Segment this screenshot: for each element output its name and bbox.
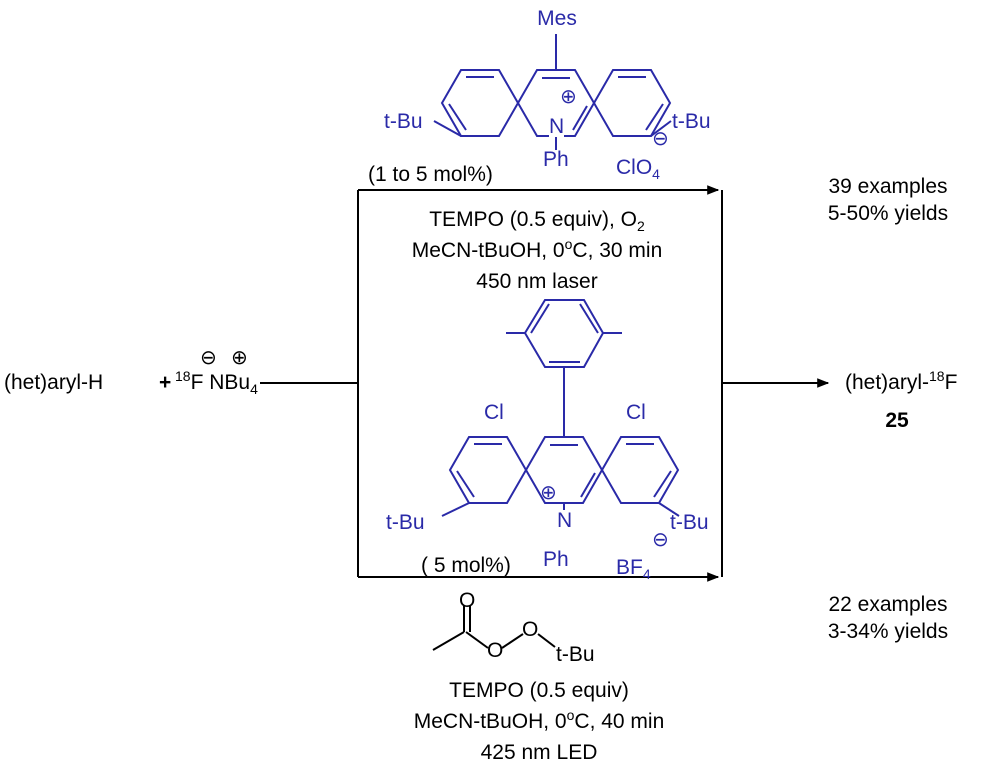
lower-examples: 22 examples	[828, 593, 948, 616]
upper-tbu-left: t-Bu	[384, 110, 423, 133]
lower-conditions-line1: TEMPO (0.5 equiv)	[449, 679, 629, 702]
upper-loading: (1 to 5 mol%)	[368, 163, 493, 186]
upper-conditions-line2: MeCN-tBuOH, 0oC, 30 min	[411, 236, 663, 262]
oxidant-skeleton	[432, 606, 556, 651]
fluoride-charge: ⊖	[200, 345, 217, 369]
oxidant-carbonyl-o: O	[459, 589, 476, 612]
oxidant-ester-o: O	[487, 639, 504, 662]
isotope-mass: 18	[175, 368, 191, 384]
counter-cation-subscript: 4	[250, 381, 258, 398]
upper-yields: 5-50% yields	[827, 202, 949, 225]
chloro-left: Cl	[484, 401, 504, 424]
mes-label: Mes	[537, 7, 577, 30]
product-label: (het)aryl-18F	[845, 368, 958, 394]
lower-cation-charge: ⊕	[540, 480, 557, 504]
chloro-right: Cl	[626, 401, 646, 424]
fluoride-reagent: 18F NBu4	[175, 369, 258, 396]
lower-tbu-left: t-Bu	[386, 511, 425, 534]
upper-nitrogen: N	[549, 115, 565, 138]
fluorine-symbol: F	[190, 371, 204, 394]
upper-cation-charge: ⊕	[560, 84, 577, 108]
upper-tbu-right: t-Bu	[672, 110, 711, 133]
upper-examples: 39 examples	[828, 175, 948, 198]
lower-loading: ( 5 mol%)	[421, 554, 511, 577]
upper-anion-charge: ⊖	[652, 126, 669, 150]
product-number: 25	[885, 409, 909, 432]
oxidant-tbu: t-Bu	[556, 643, 595, 666]
upper-conditions-line3: 450 nm laser	[476, 270, 598, 293]
counter-cation: NBu	[209, 371, 251, 394]
tetrafluoroborate-anion: BF4	[616, 556, 651, 583]
ammonium-charge: ⊕	[231, 345, 248, 369]
lower-nitrogen: N	[557, 509, 573, 532]
lower-conditions-line3: 425 nm LED	[480, 741, 598, 764]
lower-yields: 3-34% yields	[827, 620, 949, 643]
oxidant-peroxy-o: O	[522, 618, 539, 641]
reactant-substrate: (het)aryl-H	[4, 371, 104, 394]
lower-conditions-line2: MeCN-tBuOH, 0oC, 40 min	[413, 707, 665, 733]
reaction-arrows	[260, 185, 830, 582]
lower-phenyl: Ph	[543, 548, 569, 571]
upper-phenyl: Ph	[543, 148, 569, 171]
upper-conditions-line1: TEMPO (0.5 equiv), O2	[429, 208, 645, 235]
lower-anion-charge: ⊖	[652, 527, 669, 551]
plus-sign: +	[159, 371, 172, 394]
lower-tbu-right: t-Bu	[670, 511, 709, 534]
mes-acridinium-catalyst	[433, 34, 672, 150]
perchlorate-anion: ClO4	[616, 156, 660, 183]
